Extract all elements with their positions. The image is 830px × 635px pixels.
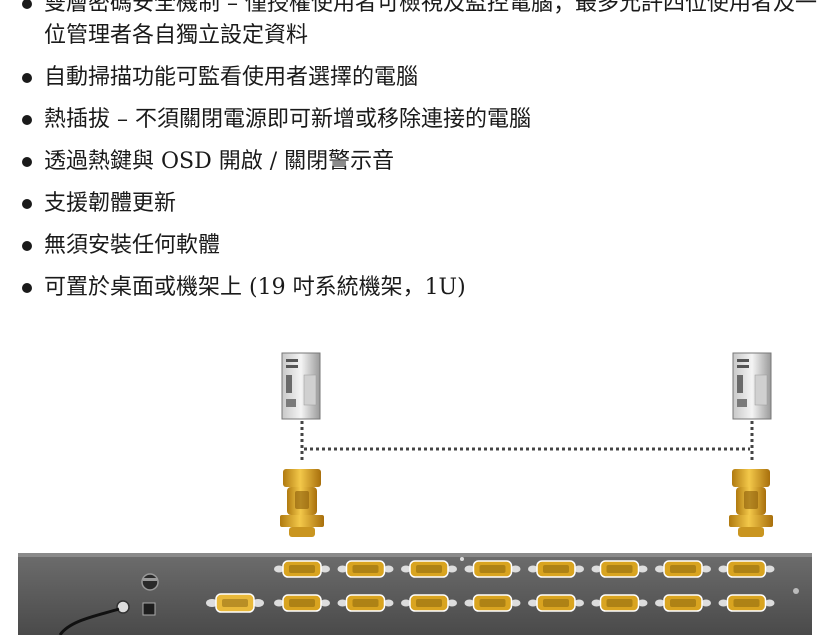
bullet [22,283,32,293]
feature-item-beeper: 透過熱鍵與 OSD 開啟 / 關閉警示音 [20,146,820,178]
kvm-port-grid [274,560,775,612]
bullet [22,73,32,83]
vga-connector-icon [280,469,324,537]
feature-item-firmware: 支援韌體更新 [20,188,820,220]
kvm-computer-port [464,594,521,612]
kvm-computer-port [274,594,330,612]
console-vga-port [206,593,264,613]
kvm-computer-port [528,594,584,612]
computer-tower-icon [281,352,321,420]
kvm-back-panel [18,553,812,635]
bullet [22,199,32,209]
feature-item-security: 雙層密碼安全機制 – 僅授權使用者可檢視及監控電腦；最多允許四位使用者及一位管理… [20,0,820,52]
kvm-computer-port [528,560,584,578]
feature-text: 可置於桌面或機架上 (19 吋系統機架，1U) [44,275,466,300]
computer-tower-icon [732,352,772,420]
feature-text: 無須安裝任何軟體 [44,233,221,258]
bullet [22,241,32,251]
feature-item-autoscan: 自動掃描功能可監看使用者選擇的電腦 [20,62,820,94]
feature-text: 雙層密碼安全機制 – 僅授權使用者可檢視及監控電腦；最多允許四位使用者及一位管理… [44,0,817,48]
power-jack-icon [141,573,159,591]
kvm-computer-port [337,594,394,612]
kvm-computer-port [718,560,775,578]
feature-item-hotplug: 熱插拔 – 不須關閉電源即可新增或移除連接的電腦 [20,104,820,136]
kvm-computer-port [591,594,648,612]
feature-text: 熱插拔 – 不須關閉電源即可新增或移除連接的電腦 [44,107,531,132]
kvm-computer-port [274,560,330,578]
kvm-computer-port [464,560,521,578]
feature-item-rackmount: 可置於桌面或機架上 (19 吋系統機架，1U) [20,272,820,304]
feature-text: 透過熱鍵與 OSD 開啟 / 關閉警示音 [44,149,395,174]
bullet [22,0,32,9]
kvm-computer-port [401,560,457,578]
bullet [22,115,32,125]
kvm-computer-port [401,594,457,612]
kvm-connection-diagram [18,352,812,635]
feature-item-nosoftware: 無須安裝任何軟體 [20,230,820,262]
bullet [22,157,32,167]
feature-text: 支援韌體更新 [44,191,177,216]
feature-text: 自動掃描功能可監看使用者選擇的電腦 [44,65,419,90]
vga-connector-icon [729,469,773,537]
kvm-computer-port [655,594,711,612]
kvm-computer-port [591,560,648,578]
cable-plug-icon [116,600,130,614]
kvm-computer-port [718,594,775,612]
kvm-computer-port [655,560,711,578]
feature-list: 雙層密碼安全機制 – 僅授權使用者可檢視及監控電腦；最多允許四位使用者及一位管理… [20,0,820,314]
dotted-connection-line [300,421,754,463]
kvm-computer-port [337,560,394,578]
